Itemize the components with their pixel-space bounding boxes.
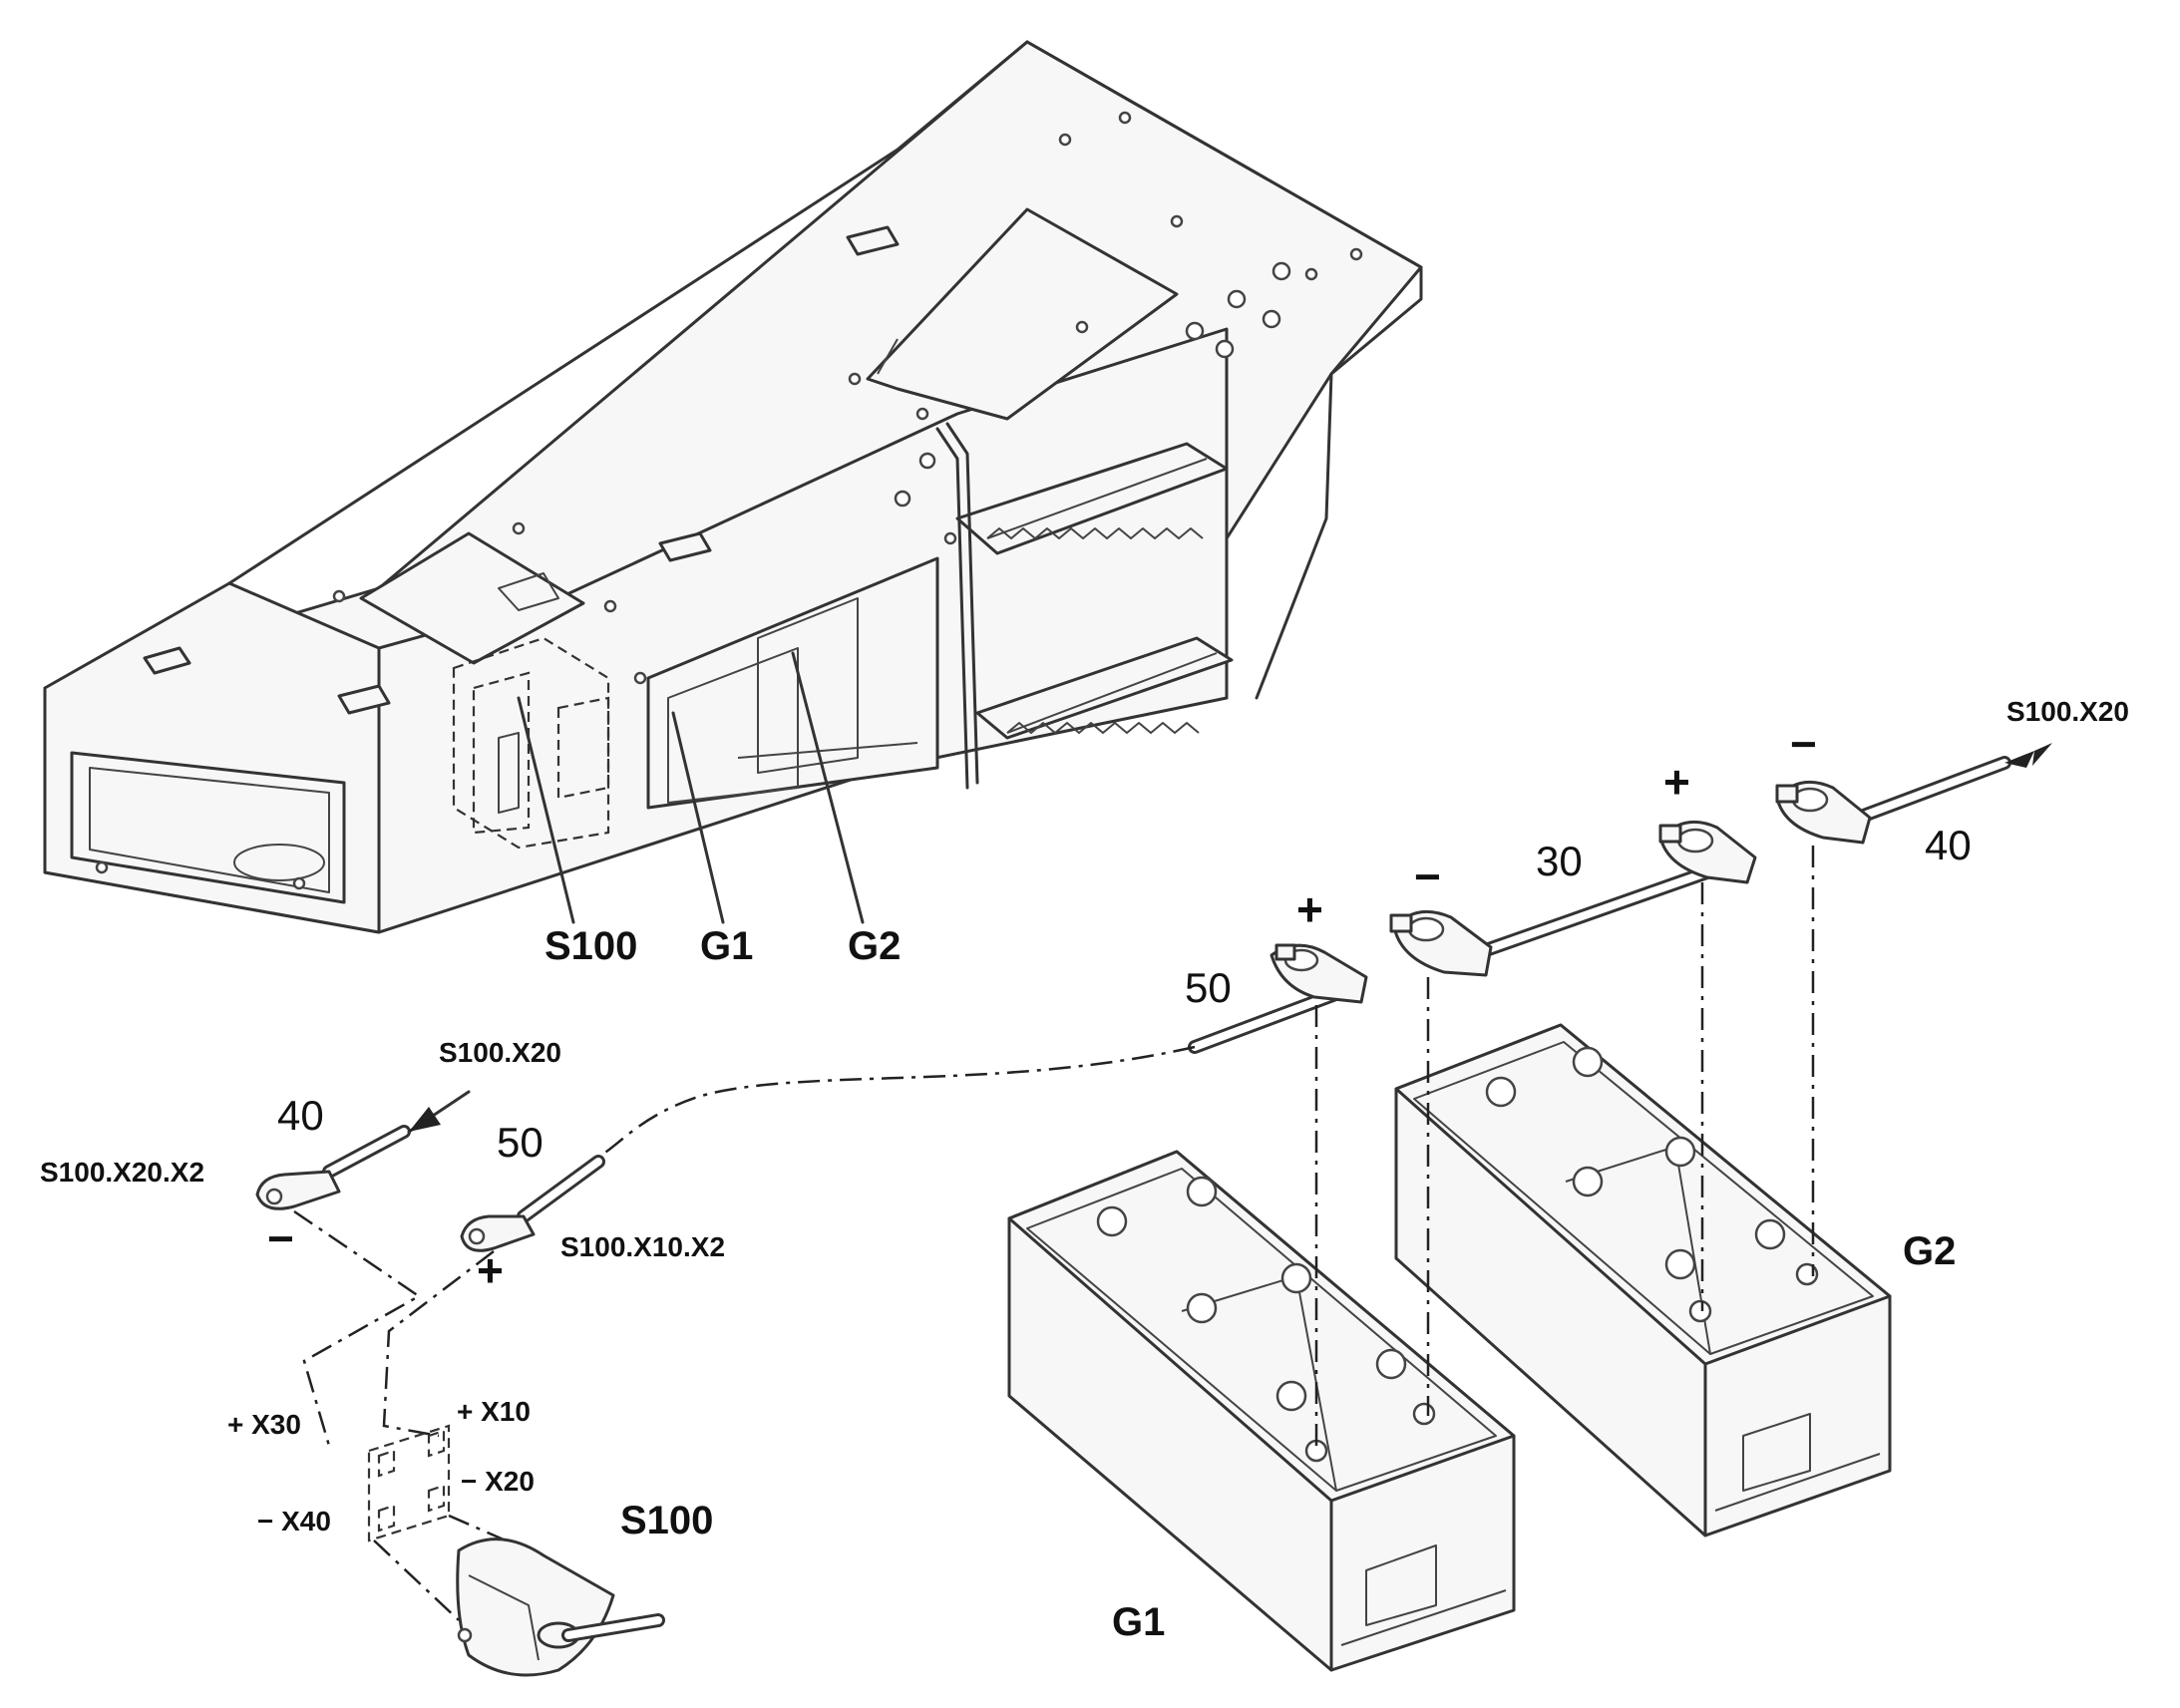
arrow-to-s100x20-left [407, 1090, 471, 1134]
battery-switch-s100 [367, 1424, 665, 1677]
chassis-frame [43, 40, 1423, 934]
switch-terminal-x20: − X20 [461, 1466, 535, 1497]
switch-terminal-x10: + X10 [457, 1396, 531, 1427]
cable-number-40-right: 40 [1925, 822, 1972, 868]
polarity-clamp-plus-g2: + [1663, 756, 1690, 808]
chassis-label-g1: G1 [700, 924, 753, 968]
battery-label-g1: G1 [1112, 1600, 1165, 1644]
polarity-clamp-plus-g1: + [1296, 883, 1323, 935]
chassis-label-s100: S100 [545, 924, 637, 968]
chassis-leader-lines [517, 651, 865, 924]
switch-routing-lines [293, 1209, 495, 1447]
switch-label-s100: S100 [620, 1499, 713, 1542]
label-s100x20x2: S100.X20.X2 [40, 1157, 204, 1188]
battery-g2 [1394, 1023, 1892, 1537]
chassis-holes [95, 111, 1363, 890]
cable-number-50-battery: 50 [1185, 964, 1232, 1011]
label-s100x20-right: S100.X20 [2006, 696, 2129, 727]
cable-lugs-left [255, 1125, 605, 1252]
chassis-label-g2: G2 [848, 924, 901, 968]
cable-number-30: 30 [1536, 838, 1583, 884]
cable-number-50-left: 50 [497, 1119, 544, 1166]
arrow-to-s100x20-right [2004, 743, 2052, 768]
switch-terminal-x30: + X30 [227, 1409, 301, 1440]
polarity-clamp-minus-g2: − [1790, 718, 1817, 770]
terminal-clamps [1270, 780, 1872, 1004]
battery-label-g2: G2 [1903, 1229, 1956, 1273]
switch-terminal-x40: − X40 [257, 1506, 331, 1537]
polarity-clamp-minus-g1: − [1414, 851, 1441, 902]
cable-number-40-left: 40 [277, 1092, 324, 1139]
terminal-drop-lines [597, 846, 1815, 1446]
label-s100x20-left: S100.X20 [439, 1037, 561, 1068]
label-s100x10x2: S100.X10.X2 [560, 1231, 725, 1262]
step-teeth [986, 527, 1204, 734]
polarity-lug-minus: − [267, 1212, 294, 1264]
battery-cables [1188, 756, 2011, 1054]
polarity-lug-plus: + [477, 1244, 504, 1296]
